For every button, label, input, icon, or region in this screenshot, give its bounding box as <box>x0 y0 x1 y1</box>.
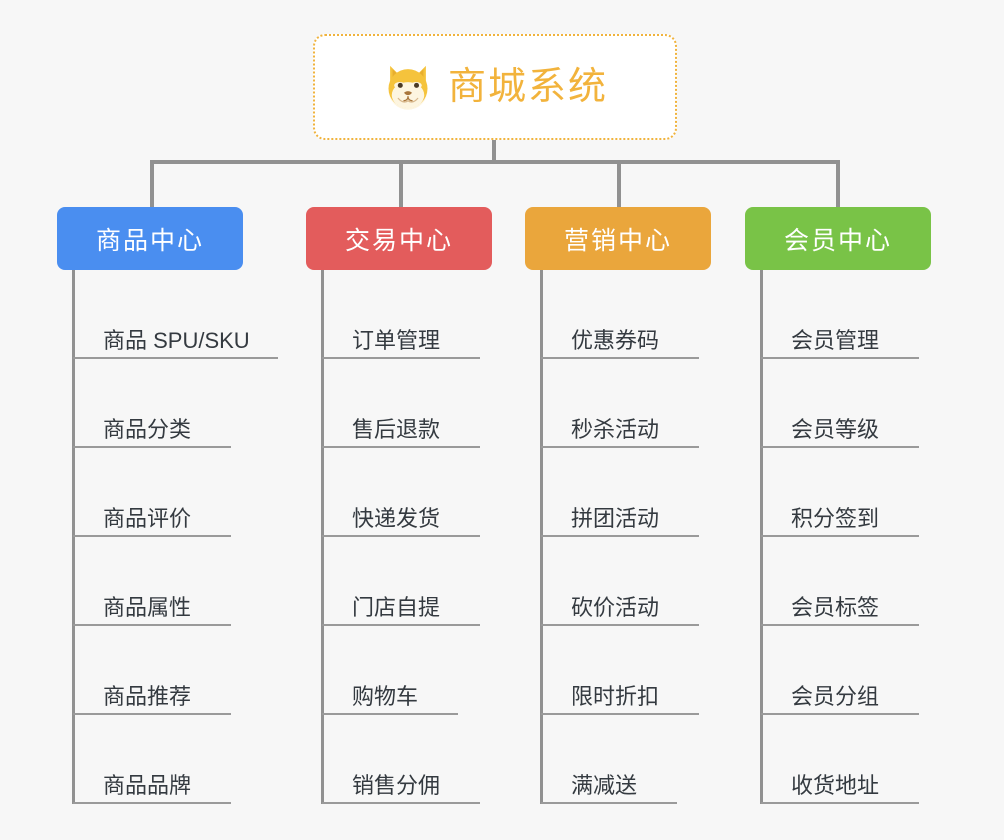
leaf-label: 销售分佣 <box>352 772 441 798</box>
leaf-underline <box>73 446 231 448</box>
leaf-underline <box>73 357 278 359</box>
leaf-label: 会员标签 <box>791 594 880 620</box>
leaf-item[interactable]: 商品 SPU/SKU <box>73 270 278 359</box>
leaf-underline <box>73 624 231 626</box>
leaf-underline <box>73 713 231 715</box>
leaf-underline <box>541 357 699 359</box>
connector-root-stub <box>492 140 496 162</box>
leaf-label: 砍价活动 <box>571 594 660 620</box>
leaf-list-4: 会员管理 会员等级 积分签到 会员标签 会员分组 收货地址 <box>745 270 931 804</box>
leaf-item[interactable]: 满减送 <box>541 715 711 804</box>
leaf-item[interactable]: 拼团活动 <box>541 448 711 537</box>
leaf-rail-3 <box>540 270 543 804</box>
leaf-underline <box>761 535 919 537</box>
leaf-label: 购物车 <box>352 683 419 709</box>
connector-drop-2 <box>399 160 403 208</box>
leaf-underline <box>322 802 480 804</box>
leaf-item[interactable]: 商品推荐 <box>73 626 243 715</box>
category-column-3: 营销中心 优惠券码 秒杀活动 拼团活动 砍价活动 限时折扣 <box>525 207 711 804</box>
leaf-underline <box>761 446 919 448</box>
category-column-4: 会员中心 会员管理 会员等级 积分签到 会员标签 会员分组 <box>745 207 931 804</box>
leaf-rail-1 <box>72 270 75 804</box>
category-header-1[interactable]: 商品中心 <box>57 207 243 270</box>
leaf-label: 收货地址 <box>791 772 880 798</box>
leaf-item[interactable]: 会员管理 <box>761 270 931 359</box>
leaf-item[interactable]: 收货地址 <box>761 715 931 804</box>
leaf-item[interactable]: 优惠券码 <box>541 270 711 359</box>
leaf-item[interactable]: 订单管理 <box>322 270 492 359</box>
leaf-label: 商品 SPU/SKU <box>103 327 250 353</box>
leaf-label: 满减送 <box>571 772 638 798</box>
leaf-list-1: 商品 SPU/SKU 商品分类 商品评价 商品属性 商品推荐 商品品牌 <box>57 270 278 804</box>
leaf-underline <box>73 535 231 537</box>
leaf-item[interactable]: 会员分组 <box>761 626 931 715</box>
leaf-item[interactable]: 商品属性 <box>73 537 243 626</box>
leaf-item[interactable]: 商品评价 <box>73 448 243 537</box>
leaf-underline <box>322 446 480 448</box>
leaf-underline <box>322 713 458 715</box>
leaf-label: 会员管理 <box>791 327 880 353</box>
leaf-label: 订单管理 <box>352 327 441 353</box>
leaf-item[interactable]: 售后退款 <box>322 359 492 448</box>
connector-horizontal-bus <box>150 160 838 164</box>
leaf-underline <box>541 535 699 537</box>
leaf-item[interactable]: 商品分类 <box>73 359 243 448</box>
leaf-item[interactable]: 秒杀活动 <box>541 359 711 448</box>
leaf-item[interactable]: 购物车 <box>322 626 492 715</box>
leaf-label: 会员等级 <box>791 416 880 442</box>
leaf-item[interactable]: 砍价活动 <box>541 537 711 626</box>
leaf-item[interactable]: 销售分佣 <box>322 715 492 804</box>
leaf-underline <box>322 357 480 359</box>
connector-drop-4 <box>836 160 840 208</box>
leaf-label: 商品属性 <box>103 594 192 620</box>
category-header-4[interactable]: 会员中心 <box>745 207 931 270</box>
leaf-label: 商品评价 <box>103 505 192 531</box>
leaf-label: 限时折扣 <box>571 683 660 709</box>
leaf-label: 优惠券码 <box>571 327 660 353</box>
leaf-item[interactable]: 商品品牌 <box>73 715 243 804</box>
shiba-dog-face-icon <box>388 65 428 110</box>
root-title: 商城系统 <box>447 66 608 108</box>
connector-drop-1 <box>150 160 154 208</box>
leaf-underline <box>322 535 480 537</box>
leaf-label: 会员分组 <box>791 683 880 709</box>
leaf-item[interactable]: 快递发货 <box>322 448 492 537</box>
leaf-label: 拼团活动 <box>571 505 660 531</box>
leaf-underline <box>322 624 480 626</box>
leaf-list-2: 订单管理 售后退款 快递发货 门店自提 购物车 销售分佣 <box>306 270 492 804</box>
leaf-underline <box>761 713 919 715</box>
leaf-list-3: 优惠券码 秒杀活动 拼团活动 砍价活动 限时折扣 满减送 <box>525 270 711 804</box>
leaf-rail-2 <box>321 270 324 804</box>
leaf-label: 商品品牌 <box>103 772 192 798</box>
leaf-item[interactable]: 会员等级 <box>761 359 931 448</box>
leaf-rail-4 <box>760 270 763 804</box>
leaf-label: 积分签到 <box>791 505 880 531</box>
category-column-2: 交易中心 订单管理 售后退款 快递发货 门店自提 购物车 <box>306 207 492 804</box>
leaf-underline <box>541 446 699 448</box>
leaf-underline <box>541 713 699 715</box>
leaf-label: 门店自提 <box>352 594 441 620</box>
leaf-underline <box>761 357 919 359</box>
leaf-label: 商品分类 <box>103 416 192 442</box>
category-column-1: 商品中心 商品 SPU/SKU 商品分类 商品评价 商品属性 商品推荐 <box>57 207 278 804</box>
leaf-item[interactable]: 门店自提 <box>322 537 492 626</box>
category-header-3[interactable]: 营销中心 <box>525 207 711 270</box>
leaf-label: 售后退款 <box>352 416 441 442</box>
leaf-underline <box>541 624 699 626</box>
connector-drop-3 <box>617 160 621 208</box>
leaf-underline <box>761 624 919 626</box>
leaf-item[interactable]: 积分签到 <box>761 448 931 537</box>
leaf-label: 快递发货 <box>352 505 441 531</box>
leaf-item[interactable]: 限时折扣 <box>541 626 711 715</box>
root-node[interactable]: 商城系统 <box>313 34 677 140</box>
leaf-label: 商品推荐 <box>103 683 192 709</box>
leaf-underline <box>73 802 231 804</box>
leaf-underline <box>761 802 919 804</box>
leaf-underline <box>541 802 677 804</box>
leaf-label: 秒杀活动 <box>571 416 660 442</box>
leaf-item[interactable]: 会员标签 <box>761 537 931 626</box>
category-header-2[interactable]: 交易中心 <box>306 207 492 270</box>
